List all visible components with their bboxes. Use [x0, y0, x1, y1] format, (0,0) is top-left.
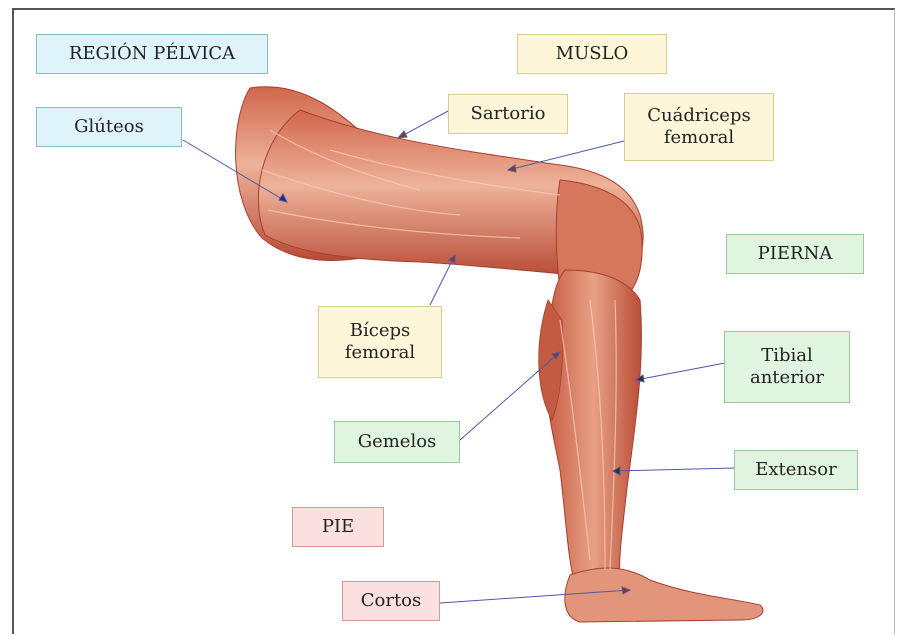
muscle-label-cortos: Cortos	[342, 581, 440, 621]
region-label-pelvic: REGIÓN PÉLVICA	[36, 34, 268, 74]
muscle-label-extensor: Extensor	[734, 450, 858, 490]
gemelos-text: Gemelos	[358, 431, 437, 454]
biceps-text-1: Bíceps	[350, 320, 410, 343]
region-pelvic-text: REGIÓN PÉLVICA	[69, 43, 235, 66]
foot-shape	[565, 568, 763, 622]
tibial-text-2: anterior	[750, 367, 824, 390]
cortos-text: Cortos	[361, 590, 422, 613]
region-thigh-text: MUSLO	[556, 43, 629, 66]
tibial-text-1: Tibial	[761, 345, 813, 368]
muscle-label-biceps: Bíceps femoral	[318, 306, 442, 378]
muscle-label-sartorio: Sartorio	[448, 94, 568, 134]
extensor-text: Extensor	[755, 459, 836, 482]
region-leg-text: PIERNA	[758, 243, 833, 266]
cuadriceps-text-2: femoral	[664, 127, 734, 150]
biceps-text-2: femoral	[345, 342, 415, 365]
gluteos-text: Glúteos	[74, 116, 144, 139]
region-label-thigh: MUSLO	[517, 34, 667, 74]
muscle-label-gemelos: Gemelos	[334, 421, 460, 463]
muscle-label-tibial: Tibial anterior	[724, 331, 850, 403]
muscle-label-gluteos: Glúteos	[36, 107, 182, 147]
cuadriceps-text-1: Cuádriceps	[647, 105, 750, 128]
region-label-leg: PIERNA	[726, 234, 864, 274]
muscle-label-cuadriceps: Cuádriceps femoral	[624, 93, 774, 161]
region-foot-text: PIE	[322, 516, 354, 539]
sartorio-text: Sartorio	[471, 103, 546, 126]
region-label-foot: PIE	[292, 507, 384, 547]
